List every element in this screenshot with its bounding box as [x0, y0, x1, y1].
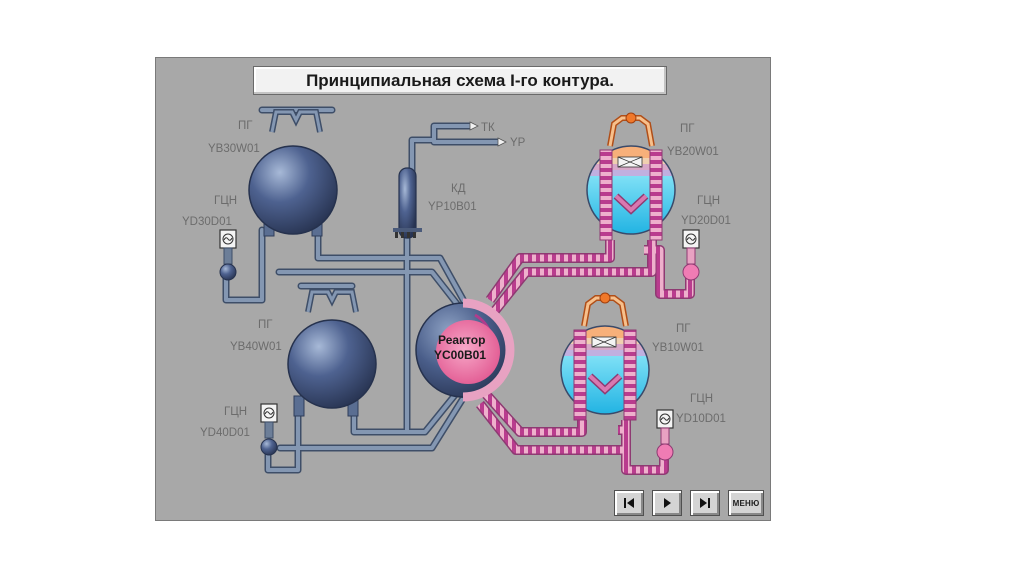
pump-yd20d01[interactable] — [682, 229, 700, 281]
skip-back-icon — [624, 498, 634, 508]
play-icon — [664, 498, 671, 508]
title-banner: Принципиальная схема I-го контура. — [253, 66, 667, 95]
pump-yd10d01[interactable] — [656, 409, 674, 461]
steam-generator-yb30w01[interactable] — [248, 109, 338, 237]
sg30-name: ПГ — [238, 120, 253, 132]
first-slide-button[interactable] — [614, 490, 644, 516]
yp-valve-arrow — [497, 137, 507, 147]
menu-button-label: МЕНЮ — [732, 498, 760, 508]
menu-button[interactable]: МЕНЮ — [728, 490, 764, 516]
yp-label: YP — [510, 137, 526, 149]
sg10-code: YB10W01 — [652, 342, 704, 354]
tk-valve-arrow — [469, 121, 479, 131]
reactor-name: Реактор — [438, 333, 485, 347]
sg20-code: YB20W01 — [667, 146, 719, 158]
skip-forward-icon — [700, 498, 710, 508]
left-pipes — [222, 106, 502, 474]
tk-label: ТК — [481, 122, 495, 134]
sg40-code: YB40W01 — [230, 341, 282, 353]
pump10-name: ГЦН — [690, 393, 713, 405]
sg10-name: ПГ — [676, 323, 691, 335]
pump40-name: ГЦН — [224, 406, 247, 418]
sg20-name: ПГ — [680, 123, 695, 135]
pump40-code: YD40D01 — [200, 427, 250, 439]
component-labels: ПГ YB30W01 ГЦН YD30D01 ПГ YB40W01 ГЦН YD… — [182, 120, 731, 439]
pump-yd40d01[interactable] — [260, 403, 278, 456]
reactor-code: YC00B01 — [434, 348, 486, 362]
pressurizer-yp10b01[interactable] — [393, 167, 422, 239]
sg30-code: YB30W01 — [208, 143, 260, 155]
play-button[interactable] — [652, 490, 682, 516]
kd-name: КД — [451, 183, 466, 195]
pump20-code: YD20D01 — [681, 215, 731, 227]
sg40-name: ПГ — [258, 319, 273, 331]
steam-generator-yb10w01[interactable] — [560, 292, 650, 421]
pump30-name: ГЦН — [214, 195, 237, 207]
pump10-code: YD10D01 — [676, 413, 726, 425]
reactor-yc00b01[interactable] — [415, 298, 515, 402]
pump30-code: YD30D01 — [182, 216, 232, 228]
pump-yd30d01[interactable] — [219, 229, 237, 281]
steam-generator-yb20w01[interactable] — [586, 112, 676, 241]
kd-code: YP10B01 — [428, 201, 477, 213]
right-pipes — [476, 240, 695, 475]
page-title: Принципиальная схема I-го контура. — [306, 70, 614, 90]
pump20-name: ГЦН — [697, 195, 720, 207]
steam-generator-yb40w01[interactable] — [287, 289, 377, 417]
last-slide-button[interactable] — [690, 490, 720, 516]
